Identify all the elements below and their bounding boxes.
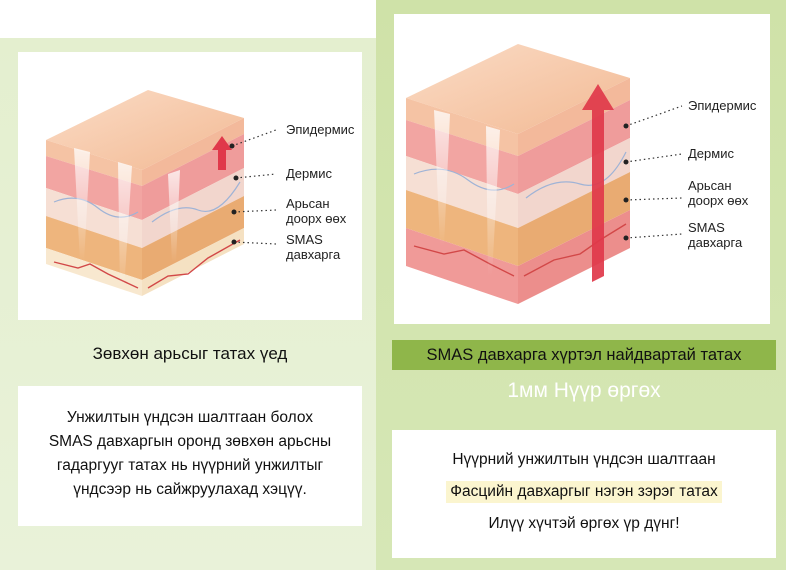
smas-front-right: [142, 228, 244, 296]
label-dermis: Дермис: [688, 146, 734, 161]
label-leaders: [625, 105, 683, 239]
right-description-line-1: Нүүрний унжилтын үндсэн шалтгаан: [452, 451, 716, 468]
label-dermis: Дермис: [286, 166, 332, 181]
smas-front-left: [46, 248, 142, 296]
left-description-line: Унжилтын үндсэн шалтгаан болох: [66, 409, 314, 426]
label-epidermis: Эпидермис: [286, 122, 355, 137]
right-skin-diagram: Эпидермис Дермис Арьсан доорх өөх SMAS д…: [394, 14, 770, 324]
smas-front-left: [406, 228, 518, 304]
left-description-line: үндсээр нь сайжруулахад хэцүү.: [73, 481, 307, 498]
lift-headline: 1мм Нүүр өргөх: [507, 379, 661, 402]
skin-cube-illustration-right: [406, 44, 683, 304]
right-description-box: Нүүрний унжилтын үндсэн шалтгаан Фасцийн…: [392, 430, 776, 558]
label-leaders: [231, 129, 277, 245]
smas-fibers: [53, 239, 241, 289]
light-beam-3: [168, 170, 180, 262]
left-description-line: гадаргууг татах нь нүүрний унжилтыг: [56, 457, 324, 474]
dermis-front-left: [46, 156, 142, 220]
left-description-line: SMAS давхаргын оронд зөвхөн арьсны: [48, 433, 332, 450]
dermis-lower-front-left: [46, 188, 142, 248]
label-epidermis: Эпидермис: [688, 98, 757, 113]
label-subcutaneous-fat: Арьсан доорх өөх: [688, 178, 749, 208]
light-beam-2: [486, 126, 500, 276]
epidermis-top-face: [46, 90, 244, 170]
epidermis-front-left: [46, 140, 142, 186]
right-banner: SMAS давхарга хүртэл найдвартай татах: [392, 340, 776, 370]
left-skin-diagram: Эпидермис Дермис Арьсан доорх өөх SMAS д…: [18, 52, 362, 320]
lift-arrow-large: [582, 84, 614, 282]
smas-fibers: [413, 223, 627, 277]
label-smas: SMAS давхарга: [688, 220, 743, 250]
label-subcutaneous-fat: Арьсан доорх өөх: [286, 196, 347, 226]
left-caption: Зөвхөн арьсыг татах үед: [92, 344, 288, 363]
right-description-highlight: Фасцийн давхаргыг нэгэн зэрэг татах: [446, 481, 722, 503]
skin-cube-illustration-left: [46, 90, 277, 296]
epidermis-front-right: [142, 118, 244, 186]
light-beam-1: [434, 110, 450, 246]
right-description-line-3: Илүү хүчтэй өргөх үр дүнг!: [488, 515, 680, 532]
epidermis-top-face: [406, 44, 630, 134]
light-beam-2: [118, 162, 132, 290]
light-beam-1: [74, 148, 90, 262]
label-smas: SMAS давхарга: [286, 232, 341, 262]
vein-lines: [413, 151, 627, 199]
left-description-box: Унжилтын үндсэн шалтгаан болох SMAS давх…: [18, 386, 362, 526]
fat-front-right: [142, 196, 244, 280]
lift-arrow-small: [212, 136, 232, 170]
fat-front-left: [46, 216, 142, 280]
